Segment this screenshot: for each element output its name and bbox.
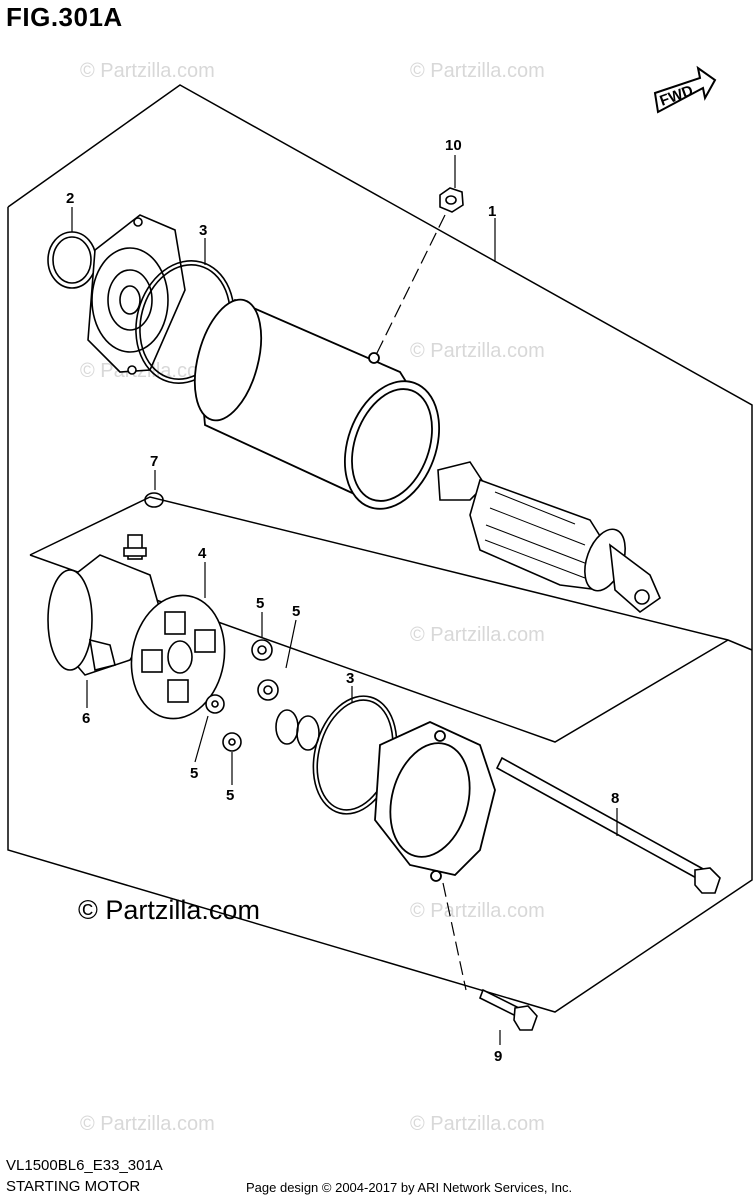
callout-4: 4	[198, 545, 207, 562]
callout-2: 2	[66, 190, 74, 207]
model-code: VL1500BL6_E33_301A	[6, 1157, 163, 1174]
brush-holder	[130, 594, 226, 720]
o-ring-7	[144, 492, 164, 508]
watermark-layer: © Partzilla.com © Partzilla.com © Partzi…	[80, 60, 545, 1135]
page-design-credit: Page design © 2004-2017 by ARI Network S…	[246, 1180, 573, 1195]
callout-labels: 1 2 3 3 4 5 5 5 5 6 7 8 9 10	[66, 137, 619, 1065]
bearing-washers	[205, 639, 320, 752]
callout-9: 9	[494, 1048, 502, 1065]
fwd-arrow-icon: FWD	[653, 65, 717, 114]
callout-5-a: 5	[256, 595, 264, 612]
watermark: © Partzilla.com	[80, 1113, 215, 1135]
callout-1: 1	[488, 203, 496, 220]
callout-5-d: 5	[226, 787, 234, 804]
callout-8: 8	[611, 790, 619, 807]
callout-6: 6	[82, 710, 90, 727]
callout-3-lower: 3	[346, 670, 354, 687]
assembly-outline	[7, 84, 753, 1013]
through-bolt-8	[495, 756, 721, 894]
part-name: STARTING MOTOR	[6, 1178, 141, 1195]
watermark: © Partzilla.com	[80, 60, 215, 82]
bolt-9	[478, 988, 538, 1031]
brush-cover	[47, 534, 161, 676]
nut-10	[439, 187, 464, 213]
watermark: © Partzilla.com	[410, 60, 545, 82]
motor-yoke	[193, 298, 441, 510]
watermark: © Partzilla.com	[410, 900, 545, 922]
watermark: © Partzilla.com	[410, 624, 545, 646]
rear-housing	[374, 721, 496, 882]
callout-5-c: 5	[190, 765, 198, 782]
leader-lines	[71, 155, 618, 1045]
copyright-notice: © Partzilla.com	[78, 895, 260, 925]
callout-3-upper: 3	[199, 222, 207, 239]
figure-title: FIG.301A	[6, 2, 123, 32]
watermark: © Partzilla.com	[410, 1113, 545, 1135]
front-end-cover	[47, 214, 186, 375]
callout-5-b: 5	[292, 603, 300, 620]
watermark: © Partzilla.com	[410, 340, 545, 362]
armature	[437, 461, 661, 614]
callout-7: 7	[150, 453, 158, 470]
callout-10: 10	[445, 137, 462, 154]
fwd-label: FWD	[658, 82, 696, 110]
